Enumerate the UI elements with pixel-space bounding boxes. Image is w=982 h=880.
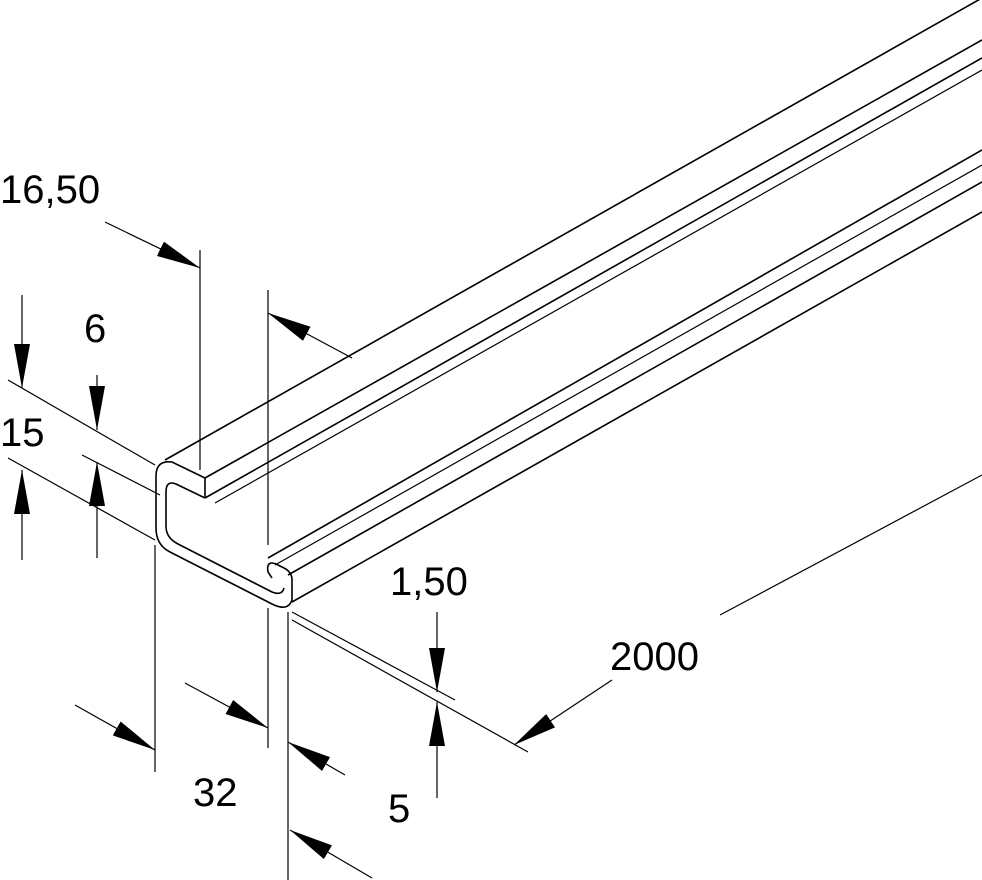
dim-height: 15 <box>0 411 45 455</box>
extension-lines <box>7 250 982 880</box>
rail-body <box>155 0 982 608</box>
profile-outline <box>155 460 293 608</box>
dim-thickness: 1,50 <box>390 560 468 604</box>
dim-width: 32 <box>193 771 238 815</box>
dim-length: 2000 <box>610 635 699 679</box>
dim-lip-height: 6 <box>84 307 106 351</box>
dim-lip-width: 5 <box>388 787 410 831</box>
dimension-arrows <box>13 221 613 879</box>
dim-width-top: 16,50 <box>0 168 100 212</box>
